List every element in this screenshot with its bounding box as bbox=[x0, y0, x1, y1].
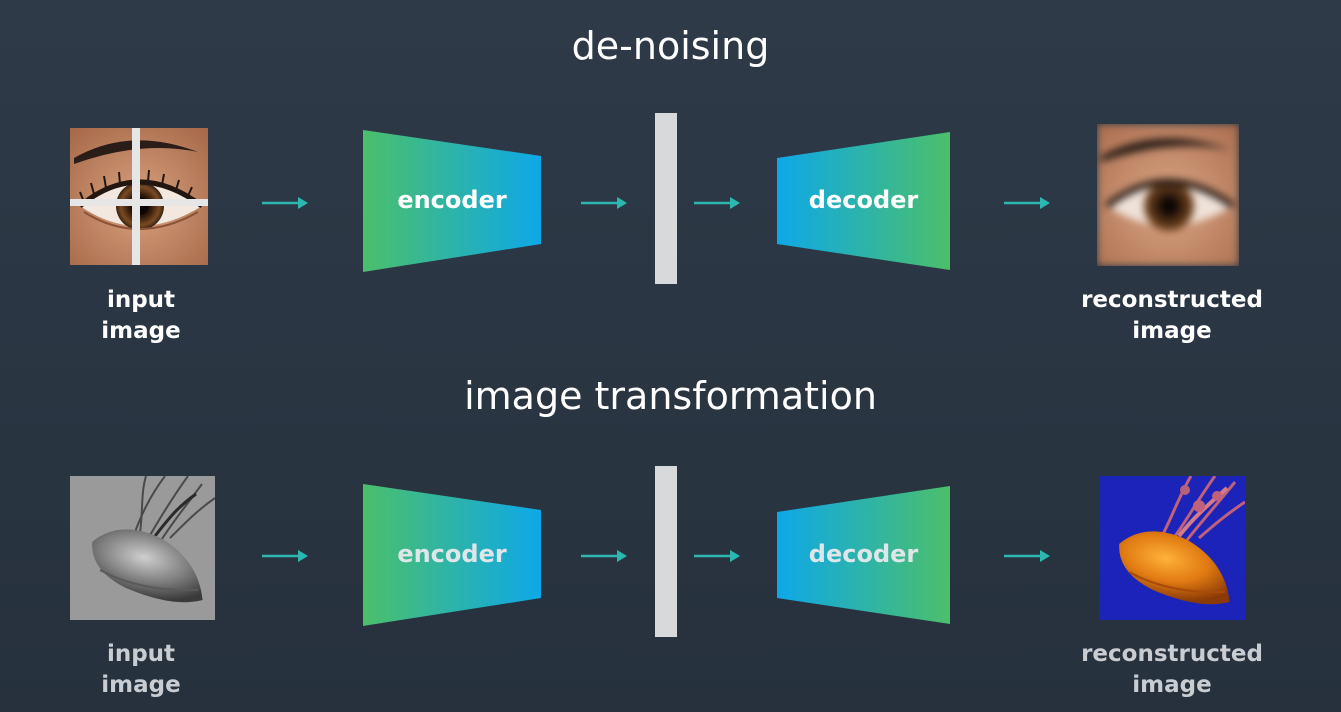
input-image-caption: input image bbox=[41, 285, 241, 347]
caption-line: image bbox=[101, 672, 181, 698]
caption-line: input bbox=[106, 641, 176, 667]
section-title: image transformation bbox=[464, 374, 877, 418]
encoder-block bbox=[363, 484, 541, 626]
reconstructed-image-caption: reconstructed image bbox=[1072, 285, 1272, 347]
decoder-label: decoder bbox=[808, 186, 919, 214]
latent-bottleneck bbox=[655, 113, 677, 284]
decoder-block bbox=[777, 486, 950, 624]
decoder-block bbox=[777, 132, 950, 270]
encoder-block bbox=[363, 130, 541, 272]
reconstructed-image-caption: reconstructed image bbox=[1072, 639, 1272, 701]
caption-line: reconstructed bbox=[1081, 641, 1263, 667]
section-title: de-noising bbox=[571, 24, 770, 68]
encoder-label: encoder bbox=[397, 186, 507, 214]
caption-line: reconstructed bbox=[1081, 287, 1263, 313]
right-arrow-icon bbox=[694, 197, 740, 209]
input-image bbox=[70, 128, 208, 265]
latent-bottleneck bbox=[655, 466, 677, 637]
reconstructed-image bbox=[1099, 476, 1245, 620]
reconstructed-image bbox=[1097, 124, 1239, 266]
right-arrow-icon bbox=[1004, 197, 1050, 209]
input-image-caption: input image bbox=[41, 639, 241, 701]
caption-line: image bbox=[1132, 672, 1212, 698]
input-image bbox=[70, 476, 215, 620]
right-arrow-icon bbox=[581, 197, 627, 209]
caption-line: input bbox=[106, 287, 176, 313]
caption-line: image bbox=[1132, 318, 1212, 344]
encoder-label: encoder bbox=[397, 540, 507, 568]
decoder-label: decoder bbox=[808, 540, 919, 568]
caption-line: image bbox=[101, 318, 181, 344]
right-arrow-icon bbox=[262, 197, 308, 209]
right-arrow-icon bbox=[262, 550, 308, 562]
right-arrow-icon bbox=[694, 550, 740, 562]
right-arrow-icon bbox=[1004, 550, 1050, 562]
right-arrow-icon bbox=[581, 550, 627, 562]
